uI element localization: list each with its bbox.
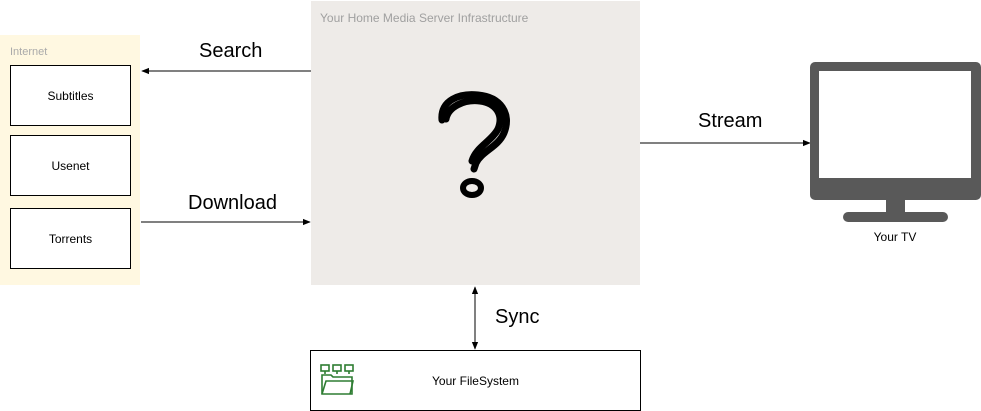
tv-label: Your TV: [873, 230, 917, 244]
media-server-box[interactable]: [311, 1, 640, 285]
torrents-box[interactable]: Torrents: [10, 208, 131, 269]
internet-group-label: Internet: [10, 46, 48, 58]
search-label: Search: [199, 40, 263, 62]
filesystem-box[interactable]: [310, 350, 641, 411]
sync-label: Sync: [495, 306, 540, 328]
question-mark-icon: [438, 91, 510, 198]
download-label: Download: [188, 192, 277, 214]
usenet-box[interactable]: Usenet: [10, 135, 131, 196]
folder-network-icon: [320, 364, 354, 395]
stream-label: Stream: [698, 110, 763, 132]
media-server-label: Your Home Media Server Infrastructure: [320, 11, 529, 25]
subtitles-box[interactable]: Subtitles: [10, 65, 131, 126]
filesystem-label: Your FileSystem: [432, 374, 519, 388]
tv-icon[interactable]: [810, 62, 981, 224]
